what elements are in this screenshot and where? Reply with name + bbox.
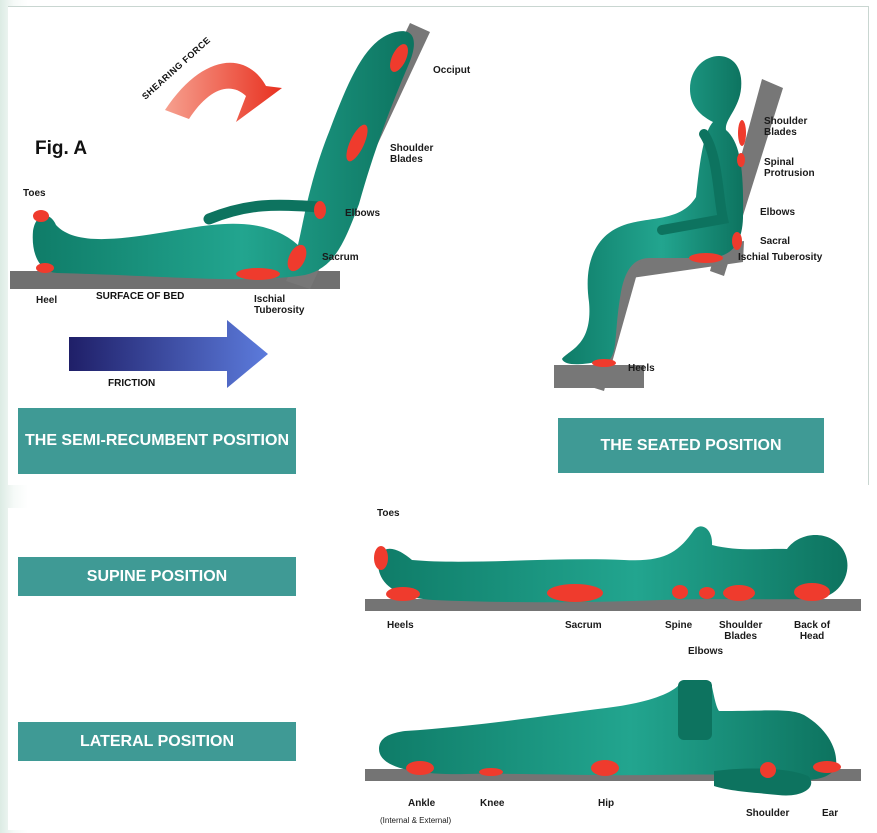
semi-toes-label: Toes bbox=[23, 188, 46, 199]
supine-diagram bbox=[365, 526, 861, 611]
semi-elbows-label: Elbows bbox=[345, 208, 380, 219]
seated-diagram bbox=[554, 56, 783, 391]
supine-title: SUPINE POSITION bbox=[18, 557, 296, 596]
seated-body bbox=[562, 56, 743, 364]
seated-shoulder-label: Shoulder Blades bbox=[764, 116, 807, 138]
supine-elbows-label: Elbows bbox=[688, 646, 723, 657]
semi-sacrum-label: Sacrum bbox=[322, 252, 359, 263]
shearing-force-arrow bbox=[165, 63, 282, 122]
semi-heel-label: Heel bbox=[36, 295, 57, 306]
seated-spinal-label: Spinal Protrusion bbox=[764, 157, 815, 179]
supine-sacrum-label: Sacrum bbox=[565, 620, 602, 631]
lateral-knee-label: Knee bbox=[480, 798, 504, 809]
supine-body bbox=[378, 526, 847, 602]
lateral-shoulder-label: Shoulder bbox=[746, 808, 789, 819]
seated-heels-label: Heels bbox=[628, 363, 655, 374]
seated-sacral-label: Sacral bbox=[760, 236, 790, 247]
semi-shoulder-label: Shoulder Blades bbox=[390, 143, 433, 165]
surface-label: SURFACE OF BED bbox=[96, 291, 184, 302]
lateral-hip-label: Hip bbox=[598, 798, 614, 809]
supine-heels-label: Heels bbox=[387, 620, 414, 631]
lateral-diagram bbox=[365, 680, 861, 795]
figure-label: Fig. A bbox=[35, 138, 87, 160]
friction-arrow bbox=[69, 320, 268, 388]
semi-occiput-label: Occiput bbox=[433, 65, 470, 76]
supine-shoulder-label: Shoulder Blades bbox=[719, 620, 762, 642]
seated-title: THE SEATED POSITION bbox=[558, 418, 824, 473]
seated-elbows-label: Elbows bbox=[760, 207, 795, 218]
lateral-ear-label: Ear bbox=[822, 808, 838, 819]
lateral-ankle-note: (Internal & External) bbox=[380, 815, 451, 826]
semi-recumbent-title: THE SEMI-RECUMBENT POSITION bbox=[18, 408, 296, 474]
lateral-ankle-label: Ankle bbox=[408, 798, 435, 809]
seated-ischial-label: Ischial Tuberosity bbox=[738, 252, 822, 263]
lateral-title: LATERAL POSITION bbox=[18, 722, 296, 761]
semi-recumbent-diagram bbox=[10, 23, 430, 388]
friction-label: FRICTION bbox=[108, 378, 155, 389]
supine-spine-label: Spine bbox=[665, 620, 692, 631]
supine-toes-label: Toes bbox=[377, 508, 400, 519]
supine-head-label: Back of Head bbox=[794, 620, 830, 642]
semi-ischial-label: Ischial Tuberosity bbox=[254, 294, 304, 316]
